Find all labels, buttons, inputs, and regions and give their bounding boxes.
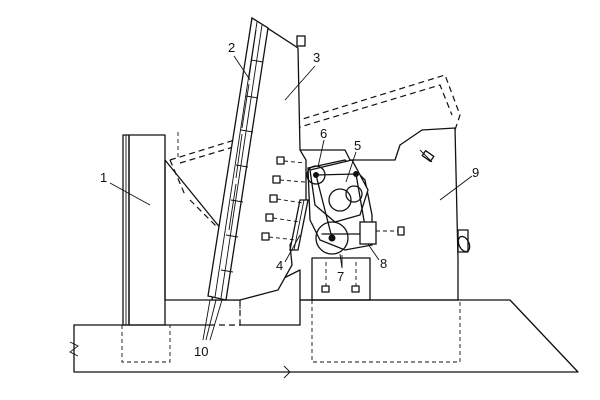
label-4: 4 xyxy=(276,258,283,273)
label-3: 3 xyxy=(313,50,320,65)
label-10: 10 xyxy=(194,344,208,359)
label-2: 2 xyxy=(228,40,235,55)
label-8: 8 xyxy=(380,256,387,271)
part-labels: 1 2 3 4 5 6 7 8 9 10 xyxy=(100,40,479,359)
foundation xyxy=(69,299,579,379)
leader-lines xyxy=(109,55,473,341)
part-1-fixed-plate xyxy=(122,132,179,326)
label-5: 5 xyxy=(354,138,361,153)
part-4-link-arm xyxy=(289,199,309,251)
label-6: 6 xyxy=(320,126,327,141)
label-7: 7 xyxy=(337,269,344,284)
part-7-base-block xyxy=(311,253,371,301)
bolt-group-left xyxy=(261,156,306,241)
label-9: 9 xyxy=(472,165,479,180)
label-1: 1 xyxy=(100,170,107,185)
part-2-liner-plate xyxy=(207,16,269,301)
linkage-mechanism xyxy=(306,159,405,255)
